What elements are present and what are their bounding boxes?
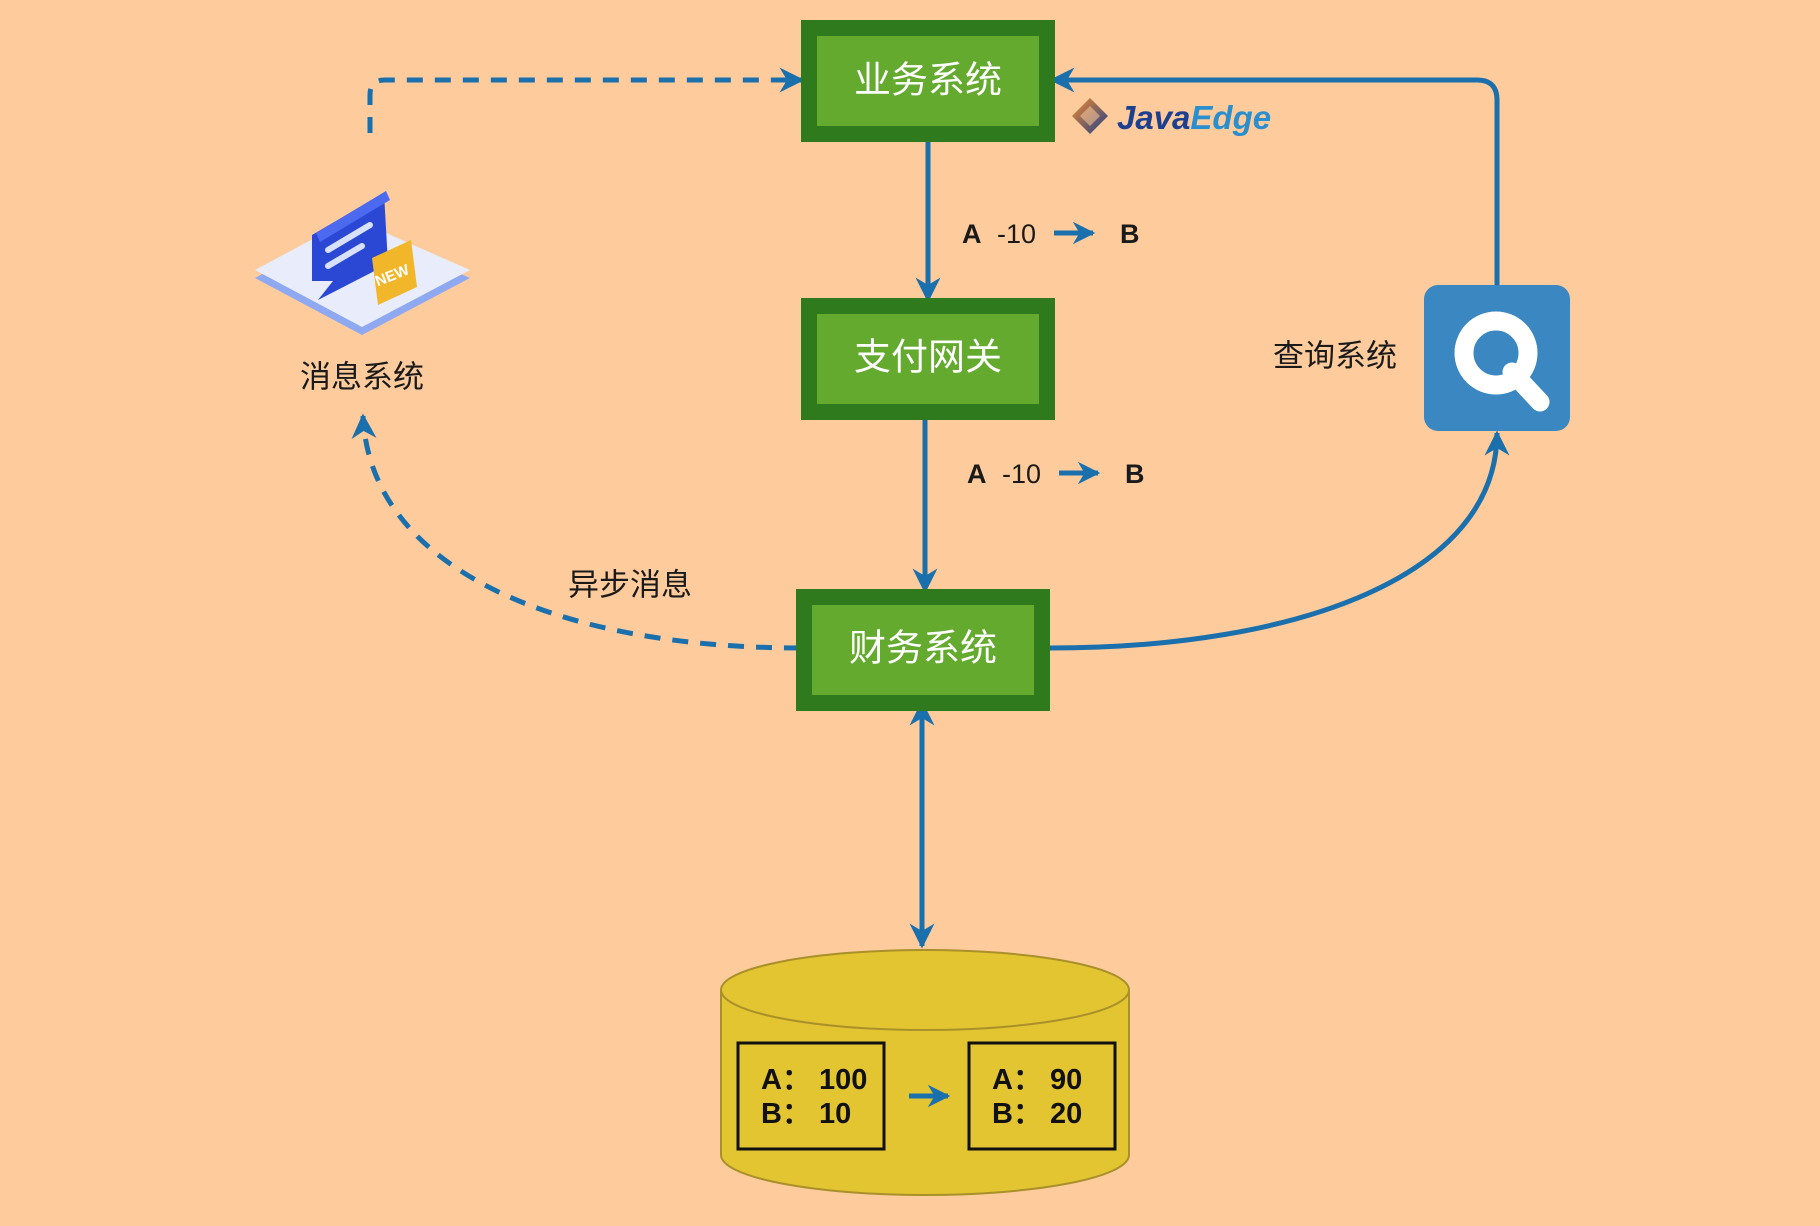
balance-after-box: A： 90 B： 20 bbox=[967, 1041, 1117, 1151]
query-system[interactable] bbox=[1424, 285, 1570, 431]
flow-middle-amount: -10 bbox=[1002, 459, 1041, 489]
svg-text:A -10: A -10 bbox=[962, 219, 1036, 249]
new-badge-icon bbox=[372, 240, 417, 305]
payment-gateway-box[interactable]: 支付网关 bbox=[801, 298, 1055, 420]
finance-system-box[interactable]: 财务系统 bbox=[796, 589, 1050, 711]
balance-after-a: A： 90 bbox=[992, 1064, 1082, 1096]
payment-gateway-label: 支付网关 bbox=[854, 336, 1002, 379]
flow-top-amount: -10 bbox=[997, 219, 1036, 249]
arrow-query-to-business bbox=[1049, 67, 1500, 285]
flow-top-from: A bbox=[962, 219, 982, 249]
async-message-label: 异步消息 bbox=[568, 568, 692, 604]
flow-top-to: B bbox=[1120, 219, 1140, 249]
flow-label-top: A -10 B bbox=[962, 219, 1140, 249]
javaedge-logo: JavaEdge bbox=[1072, 98, 1271, 136]
arrow-finance-to-message bbox=[351, 413, 801, 651]
message-system-label: 消息系统 bbox=[300, 360, 424, 396]
arrow-message-to-business bbox=[367, 67, 805, 133]
message-system-icon[interactable]: NEW bbox=[255, 191, 470, 335]
flow-label-middle: A -10 B bbox=[967, 459, 1145, 489]
brand-part2: Edge bbox=[1190, 99, 1271, 136]
svg-text:JavaEdge: JavaEdge bbox=[1117, 99, 1271, 136]
database-cylinder: A： 100 B： 10 A： 90 B： 20 bbox=[720, 949, 1130, 1196]
brand-part1: Java bbox=[1117, 99, 1190, 136]
balance-before-a: A： 100 bbox=[761, 1064, 867, 1096]
arrow-finance-to-query bbox=[1049, 430, 1510, 651]
balance-after-b: B： 20 bbox=[992, 1098, 1082, 1130]
balance-before-b: B： 10 bbox=[761, 1098, 851, 1130]
chat-bubble-icon bbox=[312, 193, 388, 300]
flow-middle-from: A bbox=[967, 459, 987, 489]
flow-middle-to: B bbox=[1125, 459, 1145, 489]
business-system-box[interactable]: 业务系统 bbox=[801, 20, 1055, 142]
database-top bbox=[720, 949, 1130, 1031]
database-body bbox=[720, 990, 1130, 1196]
finance-system-label: 财务系统 bbox=[849, 627, 997, 670]
query-system-label: 查询系统 bbox=[1273, 339, 1397, 375]
svg-text:A -10: A -10 bbox=[967, 459, 1041, 489]
magnifier-icon bbox=[1454, 311, 1538, 395]
business-system-label: 业务系统 bbox=[854, 59, 1002, 102]
balance-before-box: A： 100 B： 10 bbox=[736, 1041, 886, 1151]
query-icon-tile bbox=[1424, 285, 1570, 431]
